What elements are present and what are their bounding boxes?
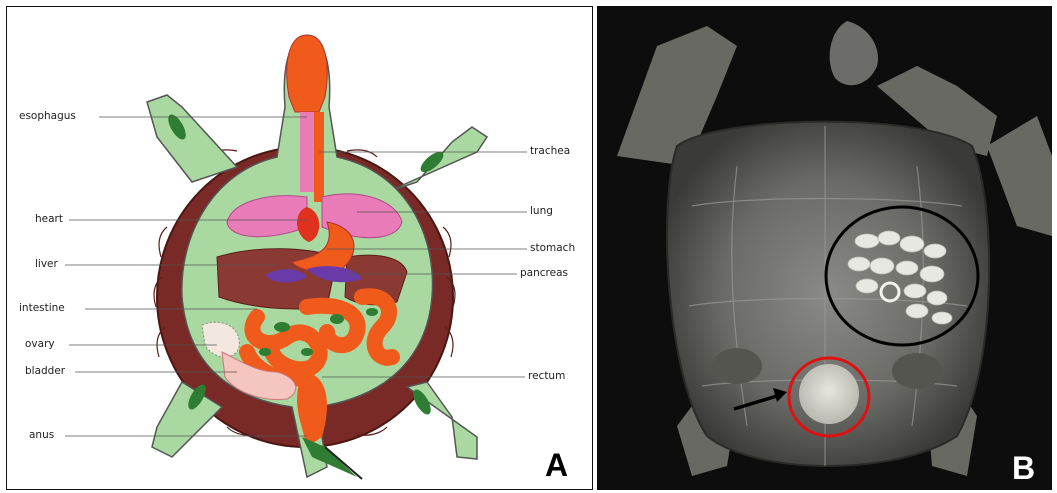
label-anus: anus bbox=[29, 429, 54, 441]
panel-letter-a: A bbox=[545, 447, 568, 484]
label-bladder: bladder bbox=[25, 365, 65, 377]
turtle-anatomy-drawing bbox=[7, 7, 594, 491]
label-intestine: intestine bbox=[19, 302, 65, 314]
turtle-xray-image bbox=[597, 6, 1052, 490]
xray-panel: B bbox=[597, 6, 1052, 490]
label-lung: lung bbox=[530, 205, 553, 217]
label-esophagus: esophagus bbox=[19, 110, 76, 122]
label-stomach: stomach bbox=[530, 242, 575, 254]
label-rectum: rectum bbox=[528, 370, 565, 382]
label-ovary: ovary bbox=[25, 338, 55, 350]
label-pancreas: pancreas bbox=[520, 267, 568, 279]
label-trachea: trachea bbox=[530, 145, 570, 157]
label-liver: liver bbox=[35, 258, 58, 270]
label-heart: heart bbox=[35, 213, 63, 225]
panel-letter-b: B bbox=[1012, 450, 1035, 487]
anatomy-diagram-panel: esophagus heart liver intestine ovary bl… bbox=[6, 6, 593, 490]
